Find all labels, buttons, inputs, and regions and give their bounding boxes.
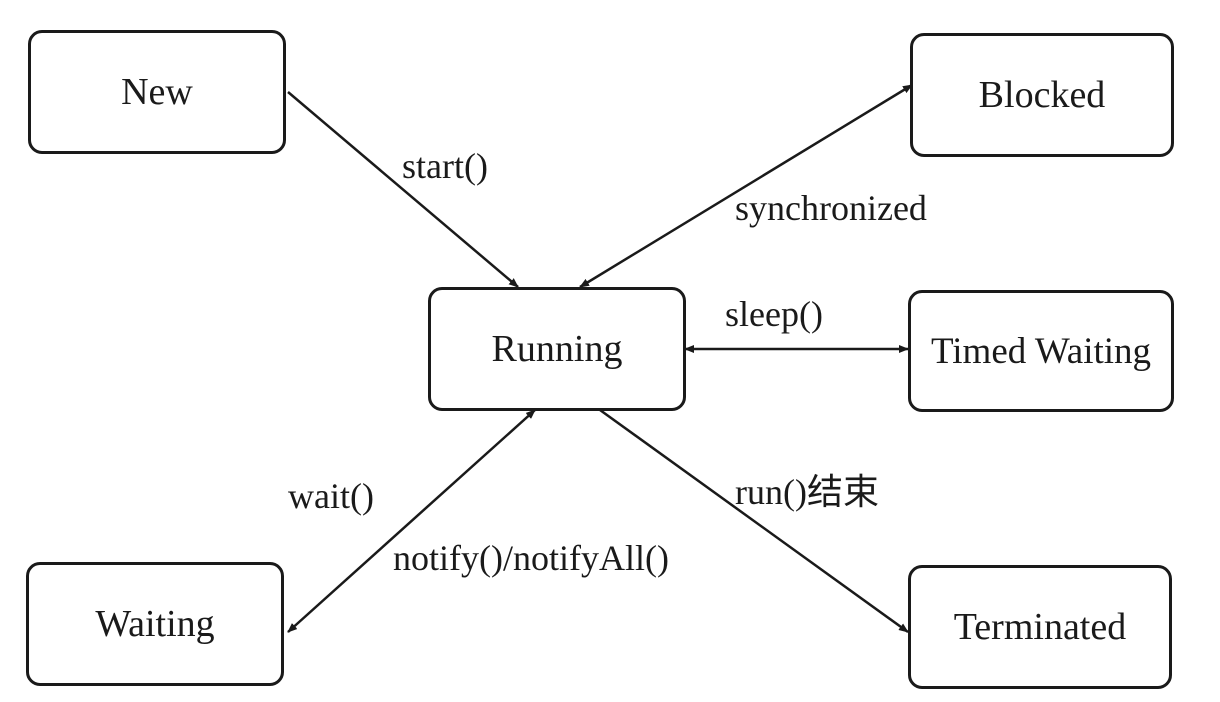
arrow-running-blocked bbox=[579, 83, 913, 289]
label-run-end: run()结束 bbox=[735, 472, 879, 512]
state-terminated: Terminated bbox=[908, 565, 1172, 689]
state-running: Running bbox=[428, 287, 686, 411]
state-timed-waiting: Timed Waiting bbox=[908, 290, 1174, 412]
label-synchronized: synchronized bbox=[735, 188, 927, 228]
arrow-running-waiting bbox=[287, 409, 536, 633]
label-sleep: sleep() bbox=[725, 294, 823, 334]
label-wait: wait() bbox=[288, 476, 374, 516]
arrow-running-to-terminated bbox=[599, 408, 909, 634]
state-blocked: Blocked bbox=[910, 33, 1174, 157]
label-start: start() bbox=[402, 146, 488, 186]
state-new: New bbox=[28, 30, 286, 154]
state-waiting: Waiting bbox=[26, 562, 284, 686]
arrow-new-to-running bbox=[287, 91, 519, 288]
label-notify: notify()/notifyAll() bbox=[393, 538, 669, 578]
